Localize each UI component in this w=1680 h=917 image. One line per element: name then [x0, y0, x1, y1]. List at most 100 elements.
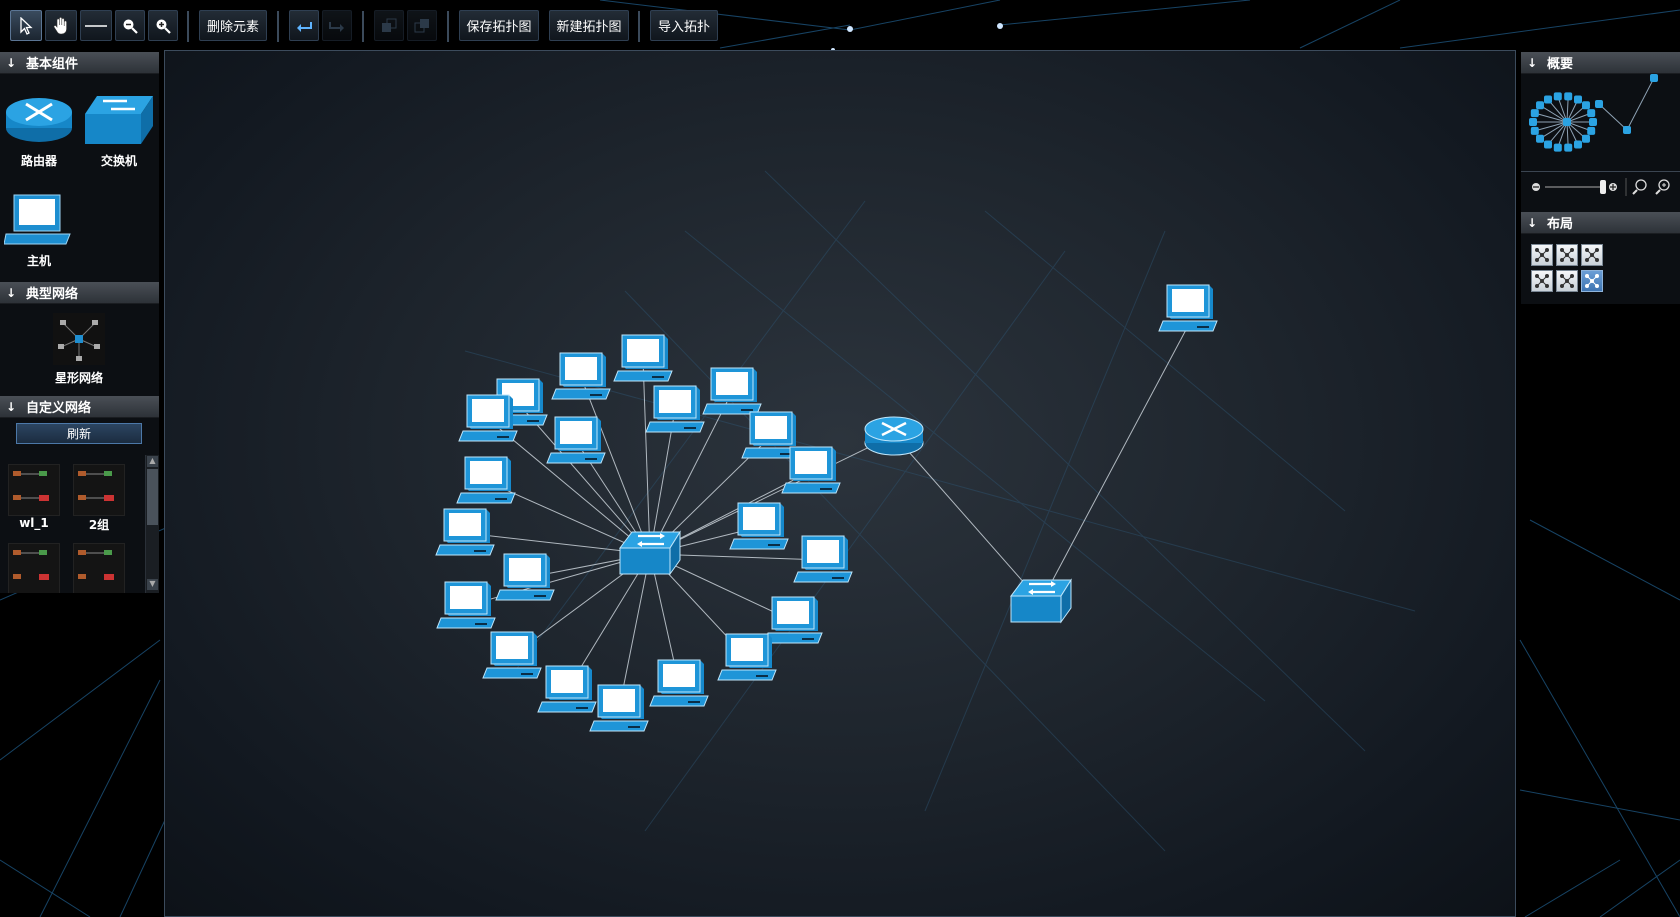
line-tool-button[interactable] [80, 10, 112, 41]
scroll-thumb[interactable] [147, 469, 158, 525]
host-node[interactable] [589, 684, 649, 732]
topology-canvas[interactable] [164, 50, 1516, 917]
layout-button[interactable] [1581, 244, 1603, 266]
scroll-up-icon[interactable]: ▲ [147, 456, 158, 467]
layout-button[interactable] [1556, 270, 1578, 292]
router-label: 路由器 [20, 154, 57, 168]
basic-components-title: 基本组件 [26, 57, 79, 72]
custom-network-scrollbar[interactable]: ▲ ▼ [145, 455, 159, 593]
refresh-button[interactable]: 刷新 [16, 423, 142, 444]
host-node[interactable] [741, 411, 801, 459]
toolbar-separator [277, 11, 279, 42]
delete-element-label: 删除元素 [206, 20, 259, 35]
minimap-node [1530, 126, 1539, 135]
minimap-node [1589, 118, 1597, 126]
host-node[interactable] [781, 446, 841, 494]
zoom-reset-icon[interactable] [1655, 179, 1670, 195]
custom-network-item[interactable] [73, 543, 125, 593]
layout-title: 布局 [1547, 217, 1574, 232]
zoom-in-button[interactable] [148, 10, 178, 41]
new-topology-button[interactable]: 新建拓扑图 [549, 10, 629, 41]
host-node[interactable] [435, 508, 495, 556]
new-topology-label: 新建拓扑图 [556, 20, 622, 35]
import-topology-label: 导入拓扑 [657, 20, 710, 35]
zoom-slider[interactable] [1521, 174, 1680, 200]
host-node[interactable] [649, 659, 709, 707]
scroll-down-icon[interactable]: ▼ [147, 579, 158, 590]
switch-icon [85, 96, 153, 144]
host-node[interactable] [551, 352, 611, 400]
refresh-label: 刷新 [66, 427, 91, 441]
host-node[interactable] [458, 394, 518, 442]
zoom-in-icon [156, 19, 171, 34]
minimap-node [1564, 143, 1573, 152]
collapse-arrow-icon: ↓ [6, 55, 17, 70]
host-node[interactable] [645, 385, 705, 433]
star-network-icon [53, 313, 105, 365]
pointer-icon [20, 16, 33, 35]
toolbar-separator [187, 11, 189, 42]
save-topology-button[interactable]: 保存拓扑图 [459, 10, 539, 41]
delete-element-button[interactable]: 删除元素 [199, 10, 267, 41]
layout-circle-icon [1585, 248, 1599, 262]
typical-network-header[interactable]: ↓ 典型网络 [0, 282, 159, 304]
minimap-node [1544, 140, 1552, 149]
palette-switch[interactable]: 交换机 [82, 92, 156, 169]
collapse-arrow-icon: ↓ [6, 399, 17, 414]
pointer-tool-button[interactable] [10, 10, 42, 41]
custom-network-thumbnail [8, 543, 60, 593]
host-node[interactable] [1158, 284, 1218, 332]
layout-button[interactable] [1531, 244, 1553, 266]
custom-network-header[interactable]: ↓ 自定义网络 [0, 396, 159, 418]
zoom-out-button[interactable] [115, 10, 145, 41]
overview-minimap[interactable] [1521, 74, 1680, 169]
host-node[interactable] [546, 416, 606, 464]
palette-host[interactable]: 主机 [2, 192, 76, 269]
custom-network-title: 自定义网络 [26, 401, 92, 416]
collapse-arrow-icon: ↓ [1527, 215, 1538, 230]
host-node[interactable] [456, 456, 516, 504]
host-node[interactable] [537, 665, 597, 713]
toolbar-separator [638, 11, 640, 42]
link-line [487, 418, 651, 555]
host-node[interactable] [763, 596, 823, 644]
pan-tool-button[interactable] [45, 10, 77, 41]
basic-components-header[interactable]: ↓ 基本组件 [0, 52, 159, 74]
router-node[interactable] [864, 416, 924, 456]
layout-header[interactable]: ↓ 布局 [1521, 212, 1680, 234]
host-node[interactable] [436, 581, 496, 629]
host-node[interactable] [482, 631, 542, 679]
minimap-node [1553, 143, 1562, 152]
host-node[interactable] [495, 553, 555, 601]
import-topology-button[interactable]: 导入拓扑 [650, 10, 718, 41]
palette-router[interactable]: 路由器 [2, 92, 76, 169]
host-node[interactable] [793, 535, 853, 583]
layout-force-icon [1535, 248, 1549, 262]
redo-button[interactable] [322, 10, 352, 41]
layer-down-icon [414, 18, 429, 32]
custom-network-item[interactable]: wl_1 [8, 464, 60, 530]
line-icon [85, 24, 107, 27]
minimap-node [1581, 134, 1590, 143]
zoom-fit-icon[interactable] [1632, 179, 1647, 195]
send-back-button[interactable] [407, 10, 437, 41]
minimap-node [1587, 126, 1596, 135]
custom-network-item[interactable]: 2组 [73, 464, 125, 533]
bring-front-button[interactable] [374, 10, 404, 41]
host-node[interactable] [717, 633, 777, 681]
toolbar-separator [362, 11, 364, 42]
undo-button[interactable] [289, 10, 319, 41]
host-node[interactable] [729, 502, 789, 550]
palette-star-network[interactable]: 星形网络 [40, 313, 118, 386]
host-node[interactable] [613, 334, 673, 382]
layout-button[interactable] [1531, 270, 1553, 292]
host-icon [3, 194, 71, 245]
layout-button[interactable] [1581, 270, 1603, 292]
layout-radial-icon [1535, 274, 1549, 288]
overview-header[interactable]: ↓ 概要 [1521, 52, 1680, 74]
layout-button[interactable] [1556, 244, 1578, 266]
host-node[interactable] [702, 367, 762, 415]
custom-network-item[interactable] [8, 543, 60, 593]
central-switch-node[interactable] [619, 530, 681, 576]
secondary-switch-node[interactable] [1010, 578, 1072, 624]
